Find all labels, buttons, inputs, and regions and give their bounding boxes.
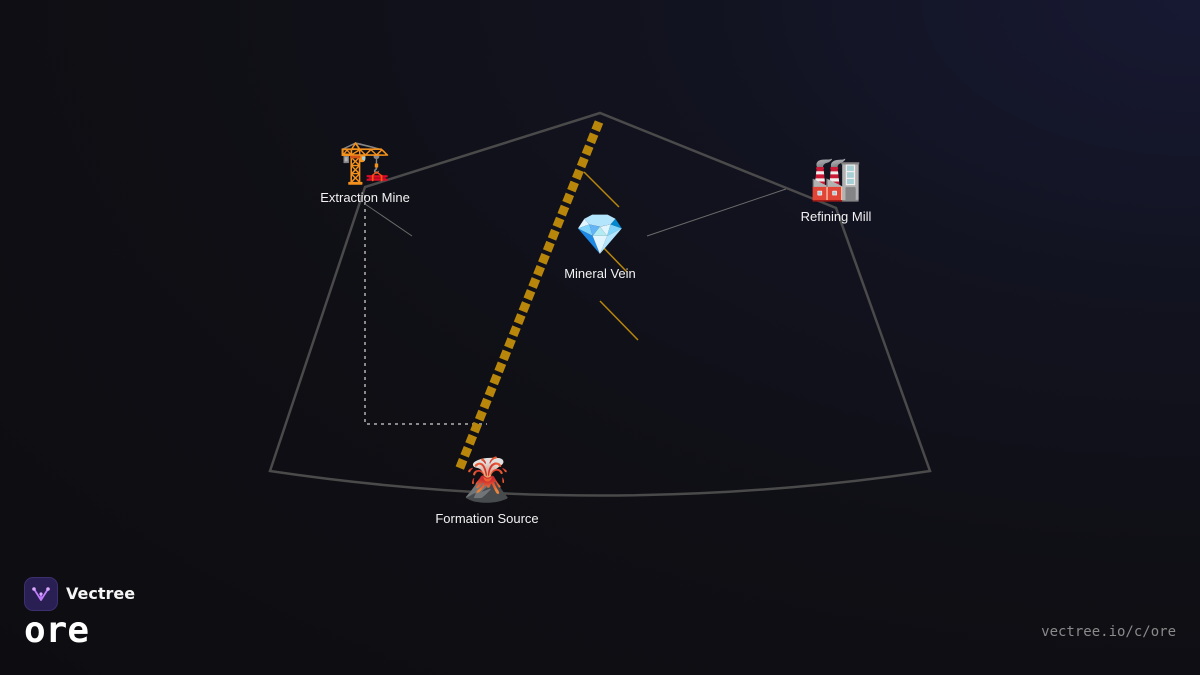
connector-mill [646,188,787,237]
vein-branch [583,171,620,208]
gem-icon: 💎 [575,212,625,258]
construction-crane-icon: 🏗️ [339,137,391,186]
node-extraction-mine[interactable]: 🏗️ Extraction Mine [320,137,410,205]
footer-url[interactable]: vectree.io/c/ore [1041,624,1176,640]
vein-branch [599,300,639,341]
node-mineral-vein[interactable]: 💎 Mineral Vein [564,212,636,281]
node-formation-source[interactable]: 🌋 Formation Source [435,455,538,526]
node-refining-mill[interactable]: 🏭 Refining Mill [801,154,872,224]
factory-icon: 🏭 [810,154,862,203]
brand-block: Vectree ore [24,577,324,657]
dotted-route [364,195,487,425]
node-label-formation-source: Formation Source [435,511,538,526]
node-label-extraction-mine: Extraction Mine [320,190,410,205]
page-title: ore [24,610,90,651]
vectree-logo-icon[interactable] [24,577,58,611]
vein-branch [597,241,628,273]
outline-shape [268,111,932,497]
connector-mine [364,203,413,237]
volcano-icon: 🌋 [461,455,513,504]
brand-name: Vectree [66,584,136,603]
node-label-refining-mill: Refining Mill [801,209,872,224]
node-label-mineral-vein: Mineral Vein [564,266,636,281]
main-vein [454,120,604,472]
